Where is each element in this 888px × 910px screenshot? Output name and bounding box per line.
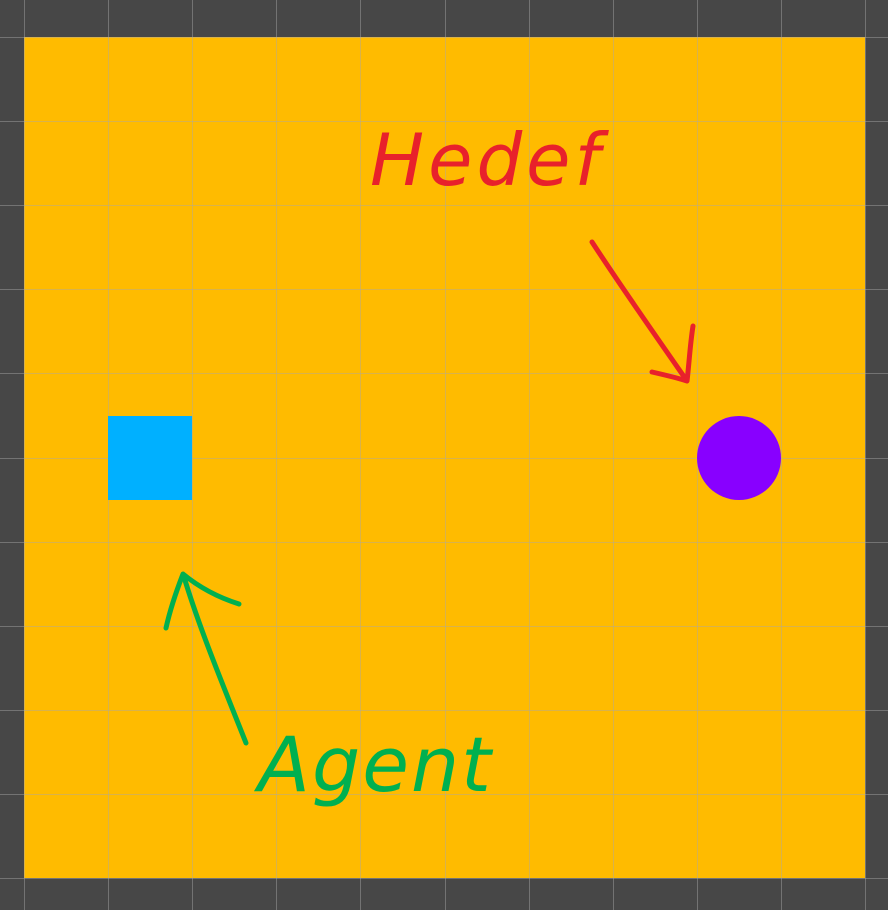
agent-square bbox=[108, 416, 192, 500]
goal-label: Hedef bbox=[370, 118, 604, 202]
agent-label: Agent bbox=[258, 720, 493, 809]
goal-circle bbox=[697, 416, 781, 500]
